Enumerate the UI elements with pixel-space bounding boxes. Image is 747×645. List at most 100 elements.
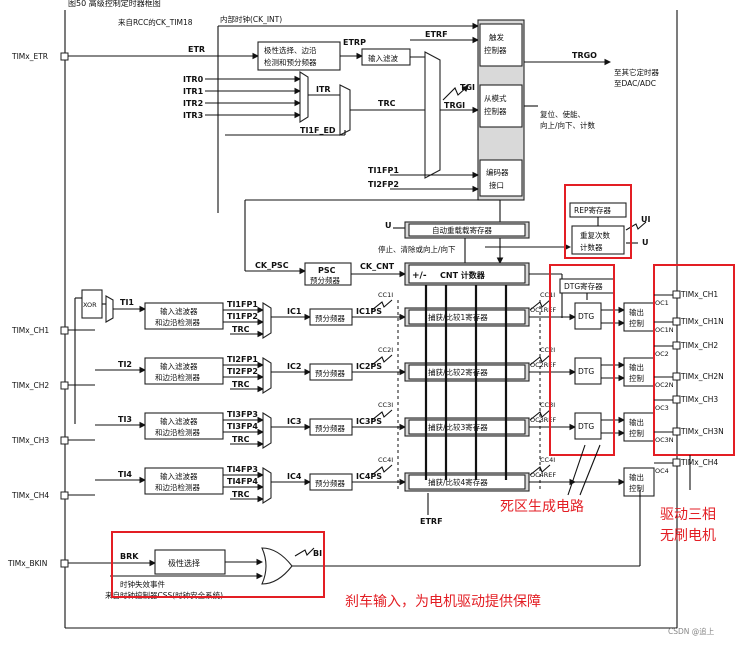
to-other-timers: 至其它定时器 xyxy=(614,67,659,77)
dtg-1-label: DTG xyxy=(578,312,594,321)
out-pin-timx-ch2n: TIMx_CH2N xyxy=(680,372,724,381)
encoder-ti1fp1: TI1FP1 xyxy=(368,166,399,175)
fp-b-2: TI2FP2 xyxy=(227,367,258,376)
rep-ui: UI xyxy=(641,215,650,224)
trc-3: TRC xyxy=(232,435,250,444)
out-tag-oc1: OC1 xyxy=(655,299,669,307)
out-tag-oc3n: OC3N xyxy=(655,436,674,444)
etrf-bottom-label: ETRF xyxy=(420,517,443,526)
cci2-label-2: CC2I xyxy=(540,346,555,354)
out-pin-box-3 xyxy=(672,372,681,381)
annotation-brake: 刹车输入，为电机驱动提供保障 xyxy=(345,593,541,610)
slave-controller-line1: 从模式 xyxy=(484,93,507,103)
clock-fail-event: 时钟失效事件 xyxy=(120,579,165,589)
out-pin-box-1 xyxy=(672,317,681,326)
ccr-3 xyxy=(408,419,526,435)
etrf-label: ETRF xyxy=(425,30,448,39)
encoder-line1: 编码器 xyxy=(486,167,509,177)
annotation-deadband: 死区生成电路 xyxy=(500,499,584,515)
itr0-label: ITR0 xyxy=(183,75,204,84)
autoreload-note: 停止、清除或向上/向下 xyxy=(378,244,456,254)
prescaler-2-label: 预分频器 xyxy=(315,368,345,378)
clock-fail-source: 来自时钟控制器CSS(时钟安全系统) xyxy=(105,590,223,600)
ic-label-1: IC1 xyxy=(287,307,302,316)
brk-label: BRK xyxy=(120,552,139,561)
out-pin-box-4 xyxy=(672,395,681,404)
annotation-motor-line2: 无刷电机 xyxy=(660,528,716,544)
fp-a-3: TI3FP3 xyxy=(227,410,258,419)
slave-note-line2: 向上/向下、计数 xyxy=(540,120,596,130)
fp-a-4: TI4FP3 xyxy=(227,465,258,474)
ck-psc-label: CK_PSC xyxy=(255,261,289,270)
pin-timx-etr: TIMx_ETR xyxy=(11,52,48,61)
highlight-rep xyxy=(564,184,632,259)
polarity-select-line1: 极性选择、边沿 xyxy=(264,45,317,55)
out-pin-box-0 xyxy=(672,290,681,299)
cnt-plus-minus: +/- xyxy=(412,271,427,281)
out-pin-timx-ch3: TIMx_CH3 xyxy=(680,395,718,404)
ic-label-3: IC3 xyxy=(287,417,301,426)
watermark: CSDN @追上 xyxy=(668,626,715,636)
itr-label: ITR xyxy=(316,85,331,94)
ic-label-2: IC2 xyxy=(287,362,301,371)
cci2-label-1: CC1I xyxy=(540,291,555,299)
pin-timx-bkin: TIMx_BKIN xyxy=(7,559,47,568)
brake-polarity: 极性选择 xyxy=(168,558,200,568)
dtg-3-label: DTG xyxy=(578,422,594,431)
cci2-label-4: CC4I xyxy=(540,456,555,464)
out-pin-timx-ch1: TIMx_CH1 xyxy=(680,290,718,299)
cnt-counter: CNT 计数器 xyxy=(440,270,486,280)
rep-u: U xyxy=(642,238,649,247)
ic-mux-2 xyxy=(262,357,272,394)
ps-label-3: IC3PS xyxy=(356,417,382,426)
output-control-1-line2: 控制 xyxy=(629,318,644,328)
out-pin-box-2 xyxy=(672,341,681,350)
input-filter-3 xyxy=(144,412,224,440)
input-filter-4-line2: 和边沿检测器 xyxy=(155,482,200,492)
out-pin-box-6 xyxy=(672,458,681,467)
output-control-2-line2: 控制 xyxy=(629,373,644,383)
polarity-select-line2: 检测和预分频器 xyxy=(264,57,317,67)
pin-ch4-box xyxy=(60,491,69,500)
trc-2: TRC xyxy=(232,380,250,389)
ccr-2 xyxy=(408,364,526,380)
trc-label-top: TRC xyxy=(378,99,396,108)
output-control-3 xyxy=(623,412,655,442)
ccr-1 xyxy=(408,309,526,325)
etrp-label: ETRP xyxy=(343,38,366,47)
dtg-2-label: DTG xyxy=(578,367,594,376)
rep-counter-line2: 计数器 xyxy=(580,242,603,252)
out-pin-box-5 xyxy=(672,427,681,436)
fp-b-4: TI4FP4 xyxy=(227,477,258,486)
pin-timx-ch1: TIMx_CH1 xyxy=(11,326,49,335)
pin-timx-ch2: TIMx_CH2 xyxy=(11,381,49,390)
ti1f-ed-label: TI1F_ED xyxy=(300,126,336,135)
dtg-2 xyxy=(574,357,602,385)
output-control-4-line2: 控制 xyxy=(629,483,644,493)
trc-4: TRC xyxy=(232,490,250,499)
trc-1: TRC xyxy=(232,325,250,334)
trgi-label: TRGI xyxy=(444,101,465,110)
input-filter-2 xyxy=(144,357,224,385)
output-control-4-line1: 输出 xyxy=(629,472,644,482)
input-filter-3-line2: 和边沿检测器 xyxy=(155,427,200,437)
dtg-3 xyxy=(574,412,602,440)
input-filter-2-line2: 和边沿检测器 xyxy=(155,372,200,382)
slave-controller-line2: 控制器 xyxy=(484,106,507,116)
cci-label-4: CC4I xyxy=(378,456,393,464)
ic-mux-4 xyxy=(262,467,272,504)
cci-label-3: CC3I xyxy=(378,401,393,409)
dtg-1 xyxy=(574,302,602,330)
output-control-3-line1: 输出 xyxy=(629,417,644,427)
input-filter-4 xyxy=(144,467,224,495)
itr3-label: ITR3 xyxy=(183,111,203,120)
highlight-outputs xyxy=(653,264,735,456)
prescaler-3-label: 预分频器 xyxy=(315,423,345,433)
output-control-2-line1: 输出 xyxy=(629,362,644,372)
input-filter-1-line2: 和边沿检测器 xyxy=(155,317,200,327)
ocref-label-1: OC1REF xyxy=(530,306,556,314)
psc-label: PSC xyxy=(318,266,336,275)
ccr-1-label: 捕获/比较1寄存器 xyxy=(428,312,488,322)
fp-b-1: TI1FP2 xyxy=(227,312,258,321)
